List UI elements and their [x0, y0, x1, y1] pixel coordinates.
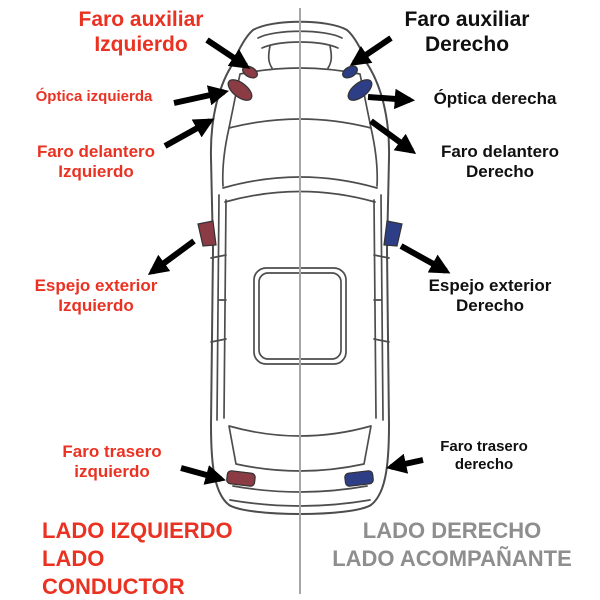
side-seam-left-inner [223, 199, 227, 419]
arrow-faro-auxiliar-derecho-icon [349, 35, 393, 66]
label-faro-trasero-derecho: Faro trasero derecho [440, 438, 528, 473]
arrow-faro-delantero-derecho-icon [369, 118, 417, 155]
label-espejo-exterior-izquierdo: Espejo exterior Izquierdo [34, 276, 158, 316]
arrow-espejo-exterior-izquierdo-icon [147, 238, 196, 276]
left-exterior-mirror-highlight [197, 220, 217, 247]
arrow-faro-delantero-izquierdo-icon [163, 118, 215, 149]
label-faro-trasero-izquierdo: Faro trasero izquierdo [62, 442, 162, 482]
hood-crease-right [327, 45, 333, 69]
arrow-faro-trasero-derecho-icon [386, 453, 424, 474]
door-tick-left-1 [210, 254, 227, 259]
rear-window [228, 425, 372, 472]
label-optica-derecha: Óptica derecha [433, 89, 557, 108]
right-tail-light-highlight [344, 470, 374, 487]
arrow-optica-izquierda-icon [173, 85, 229, 106]
label-optica-izquierda: Óptica izquierda [35, 88, 153, 105]
label-faro-delantero-izquierdo: Faro delantero Izquierdo [36, 142, 156, 182]
right-exterior-mirror-highlight [383, 220, 403, 247]
door-tick-left-2 [210, 338, 227, 343]
side-seam-right-inner [373, 199, 377, 419]
left-tail-light-highlight [226, 470, 256, 487]
left-optic-highlight [227, 79, 253, 101]
arrow-faro-trasero-izquierdo-icon [180, 465, 226, 485]
label-faro-auxiliar-derecho: Faro auxiliar Derecho [404, 8, 530, 56]
a-pillar-left [221, 127, 230, 187]
arrow-optica-derecha-icon [367, 88, 416, 110]
side-seam-right-outer [380, 194, 384, 421]
arrows [147, 35, 451, 485]
a-pillar-right [370, 127, 379, 187]
arrow-faro-auxiliar-izquierdo-icon [205, 37, 251, 69]
footer-lado-derecho: LADO DERECHO LADO ACOMPAÑANTE [332, 518, 572, 572]
label-faro-delantero-derecho: Faro delantero Derecho [440, 142, 560, 182]
door-tick-right-1 [373, 254, 390, 259]
label-faro-auxiliar-izquierdo: Faro auxiliar Izquierdo [78, 8, 204, 56]
hood-crease-left [267, 45, 273, 69]
footer-lado-izquierdo: LADO IZQUIERDO LADO CONDUCTOR [42, 518, 233, 600]
right-optic-highlight [347, 79, 373, 101]
arrow-espejo-exterior-derecho-icon [399, 243, 451, 274]
door-tick-right-2 [373, 338, 390, 343]
right-aux-light-highlight [342, 65, 358, 79]
label-espejo-exterior-derecho: Espejo exterior Derecho [428, 276, 552, 316]
side-seam-left-outer [216, 194, 220, 421]
